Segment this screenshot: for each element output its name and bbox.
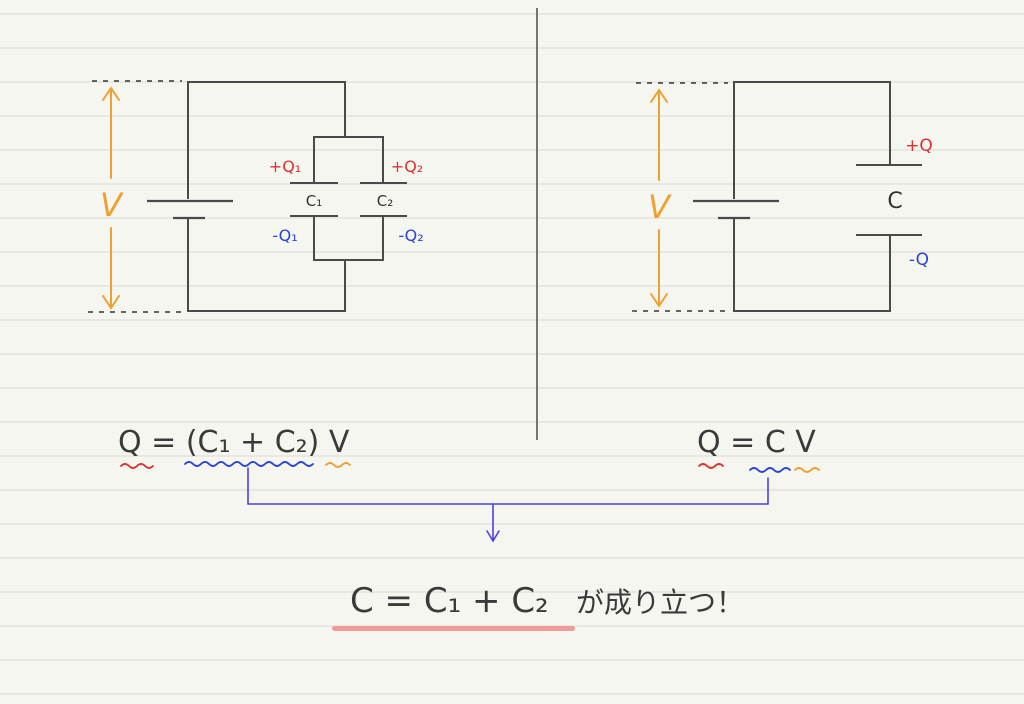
ruled-lines [0, 13, 1024, 695]
left-equation: Q = (C₁ + C₂) V [118, 425, 350, 460]
c2-positive-charge: +Q₂ [391, 157, 423, 176]
c1-negative-charge: -Q₁ [272, 226, 297, 245]
right-c-underline [749, 467, 791, 473]
left-v-underline [325, 462, 351, 468]
right-q-underline [698, 463, 724, 469]
right-outer-wire-bottom [733, 218, 891, 312]
left-circuit [147, 81, 407, 312]
left-dotted-guides [88, 80, 182, 313]
right-voltage-arrow [650, 88, 668, 308]
combine-connector [247, 467, 769, 543]
left-voltage-arrow [102, 86, 120, 310]
c2-negative-charge: -Q₂ [398, 226, 423, 245]
conclusion-highlight [332, 626, 575, 631]
equation-underlines [120, 461, 820, 473]
left-parallel-bottom [313, 217, 384, 261]
c-negative-charge: -Q [909, 250, 929, 270]
conclusion-text: が成り立つ！ [576, 586, 744, 619]
conclusion-formula: C = C₁ + C₂ [350, 581, 549, 621]
right-voltage-label: V [648, 188, 672, 226]
c2-name-label: C₂ [377, 192, 394, 210]
c-name-label: C [887, 189, 902, 214]
left-outer-wire [187, 81, 346, 199]
right-v-underline [794, 467, 820, 473]
left-voltage-label: V [100, 186, 124, 224]
left-q-underline [120, 463, 154, 469]
left-parallel-top [313, 136, 384, 182]
c1-positive-charge: +Q₁ [269, 157, 301, 176]
c1-name-label: C₁ [306, 192, 323, 210]
left-outer-wire-bottom [187, 218, 346, 312]
right-dotted-guides [632, 82, 728, 312]
right-outer-wire-top [733, 81, 891, 199]
right-equation: Q = C V [697, 425, 816, 460]
c-positive-charge: +Q [905, 136, 933, 156]
right-circuit [693, 81, 922, 312]
left-c-sum-underline [184, 461, 314, 467]
